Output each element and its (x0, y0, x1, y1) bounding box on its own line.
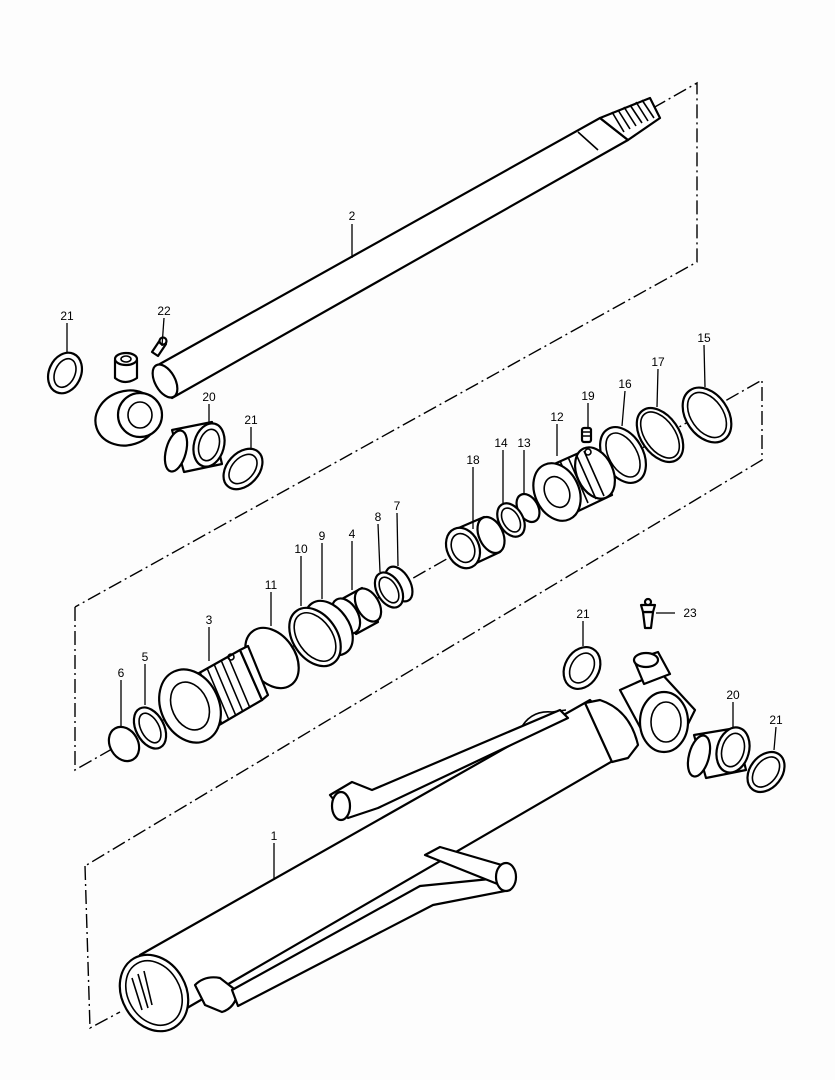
label-part-7: 7 (394, 499, 401, 513)
label-part-9: 9 (319, 529, 326, 543)
seal-21-rod-right (222, 447, 264, 491)
ring-8 (373, 571, 405, 609)
label-part-11: 11 (265, 578, 278, 592)
label-part-12: 12 (550, 410, 564, 424)
set-screw-19 (580, 426, 593, 444)
label-part-20-tube: 20 (726, 688, 740, 702)
label-part-20-rod: 20 (202, 390, 216, 404)
label-part-5: 5 (142, 650, 149, 664)
label-part-10: 10 (294, 542, 308, 556)
seal-21-tube-right (746, 750, 786, 794)
label-part-3: 3 (206, 613, 213, 627)
label-part-21-tube-right: 21 (769, 713, 783, 727)
callout-leaders (66, 224, 777, 880)
cylinder-eye (618, 650, 697, 754)
bushing-20-tube (686, 726, 751, 780)
label-part-18: 18 (466, 453, 480, 467)
label-part-19: 19 (581, 389, 595, 403)
piston-rod (151, 96, 662, 400)
rod-thread (611, 99, 655, 133)
seal-5 (132, 706, 168, 750)
label-part-2: 2 (349, 209, 356, 223)
label-part-6: 6 (118, 666, 125, 680)
bushing-4 (330, 586, 383, 636)
part-labels: 2 21 22 20 21 15 17 16 19 12 13 14 18 7 … (60, 209, 783, 843)
label-part-1: 1 (271, 829, 278, 843)
bushing-20-rod (163, 420, 226, 474)
grease-nipple-rod (150, 336, 168, 358)
label-part-16: 16 (618, 377, 632, 391)
group-outline-packing (74, 378, 763, 867)
ring-15 (681, 386, 733, 444)
cylinder-tube (118, 698, 640, 1033)
label-part-17: 17 (651, 355, 665, 369)
label-part-8: 8 (375, 510, 382, 524)
label-part-15: 15 (697, 331, 711, 345)
label-part-13: 13 (517, 436, 531, 450)
gland-3 (158, 644, 270, 744)
seal-21-tube-left (562, 646, 602, 690)
ring-10 (288, 606, 342, 668)
label-part-14: 14 (494, 436, 508, 450)
group-outline-rod (74, 81, 698, 608)
rod-eye-head (94, 351, 164, 447)
piston-12 (532, 446, 617, 522)
grease-nipple-tube (639, 597, 657, 630)
label-part-22: 22 (157, 304, 171, 318)
group-outline-tube (84, 865, 121, 1030)
label-part-21-tube-left: 21 (576, 607, 590, 621)
label-part-4: 4 (349, 527, 356, 541)
seal-21-rod-left (46, 351, 84, 395)
wiper-ring-6 (107, 725, 141, 763)
label-part-21-rod-right: 21 (244, 413, 258, 427)
label-part-23: 23 (683, 606, 697, 620)
ring-17 (635, 407, 685, 463)
label-part-21-rod-left: 21 (60, 309, 74, 323)
spacer-18 (444, 515, 506, 570)
